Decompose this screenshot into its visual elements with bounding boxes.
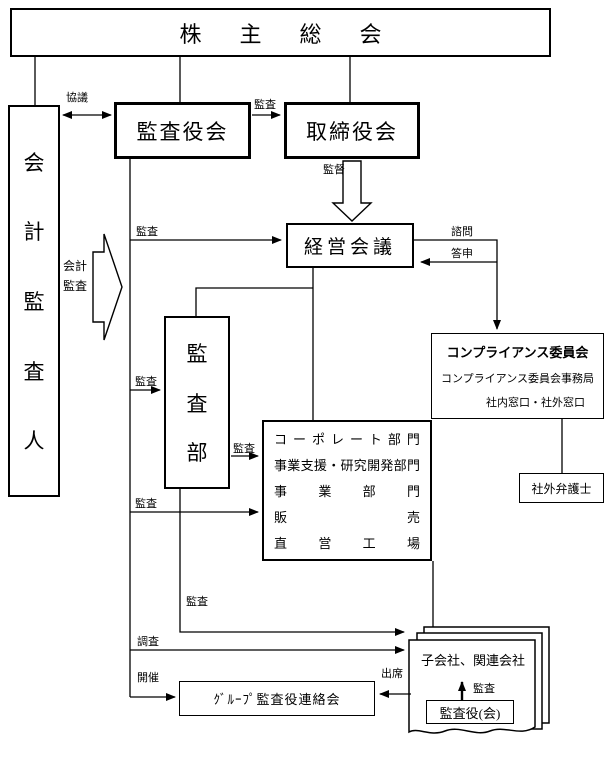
- accounting-auditor-box: 会計監査人: [8, 105, 60, 497]
- accounting-auditor-label: 会計監査人: [23, 150, 45, 454]
- subsidiaries-label: 子会社、関連会社: [420, 653, 525, 668]
- edge-label-inquiry: 諮問: [451, 226, 473, 238]
- group-auditor-liaison-label: ｸﾞﾙｰﾌﾟ監査役連絡会: [213, 692, 341, 707]
- division-row-business: 事業部門: [274, 484, 420, 499]
- division-row-support-rd: 事業支援・研究開発部門: [274, 458, 420, 473]
- edge-label-convene: 開催: [137, 672, 159, 684]
- external-lawyer-box: 社外弁護士: [519, 473, 604, 503]
- compliance-committee-box: コンプライアンス委員会 コンプライアンス委員会事務局 社内窓口・社外窓口: [431, 333, 604, 419]
- subsidiary-auditor-box: 監査役(会): [426, 700, 514, 724]
- compliance-committee-title: コンプライアンス委員会: [446, 345, 589, 361]
- edge-label-accounting-audit-line2: 監査: [63, 279, 88, 294]
- edge-label-audit-management: 監査: [136, 226, 158, 238]
- division-row-sales: 販売: [274, 510, 420, 525]
- supervision-block-arrow: [331, 160, 373, 222]
- edge-label-audit-top: 監査: [254, 99, 276, 111]
- edge-label-consultation: 協議: [66, 92, 88, 104]
- edge-label-supervision: 監督: [323, 164, 345, 176]
- edge-label-accounting-audit-line1: 会計: [63, 259, 88, 273]
- shareholders-meeting-label: 株主総会: [179, 21, 382, 47]
- compliance-secretariat-label: コンプライアンス委員会事務局: [440, 372, 594, 385]
- management-council-label: 経営会議: [303, 237, 396, 258]
- accounting-audit-block-arrow: [92, 233, 123, 341]
- audit-line-dept-to-subsidiaries: [179, 489, 405, 636]
- edge-label-audit-divisions-2: 監査: [135, 498, 157, 510]
- board-of-directors-label: 取締役会: [306, 119, 398, 144]
- board-of-directors-box: 取締役会: [284, 102, 420, 159]
- audit-board-box: 監査役会: [114, 102, 251, 159]
- edge-label-audit-divisions-1: 監査: [233, 443, 255, 455]
- group-auditor-liaison-box: ｸﾞﾙｰﾌﾟ監査役連絡会: [179, 681, 375, 716]
- edge-label-investigation: 調査: [137, 636, 159, 648]
- divisions-box: コーポレート部門 事業支援・研究開発部門 事業部門 販売 直営工場: [262, 420, 432, 561]
- division-row-corporate: コーポレート部門: [274, 432, 420, 447]
- edge-label-attendance: 出席: [381, 668, 403, 680]
- line-management-to-audit-dept: [195, 287, 313, 316]
- contact-points-label: 社内窓口・社外窓口: [486, 396, 585, 409]
- edge-label-report: 答申: [451, 248, 473, 260]
- edge-label-audit-subsidiaries: 監査: [186, 596, 208, 608]
- audit-board-label: 監査役会: [136, 119, 229, 144]
- audit-department-box: 監査部: [164, 316, 230, 489]
- edge-label-accounting-audit: 会計 監査: [63, 256, 87, 297]
- edge-label-audit-inner: 監査: [473, 683, 495, 695]
- inquiry-line: [414, 239, 501, 330]
- external-lawyer-label: 社外弁護士: [531, 481, 592, 496]
- shareholders-meeting-box: 株主総会: [10, 8, 551, 57]
- edge-label-audit-dept: 監査: [135, 376, 157, 388]
- management-council-box: 経営会議: [286, 223, 414, 268]
- division-row-factory: 直営工場: [274, 536, 420, 551]
- subsidiary-auditor-label: 監査役(会): [439, 705, 501, 721]
- audit-department-label: 監査部: [186, 341, 208, 466]
